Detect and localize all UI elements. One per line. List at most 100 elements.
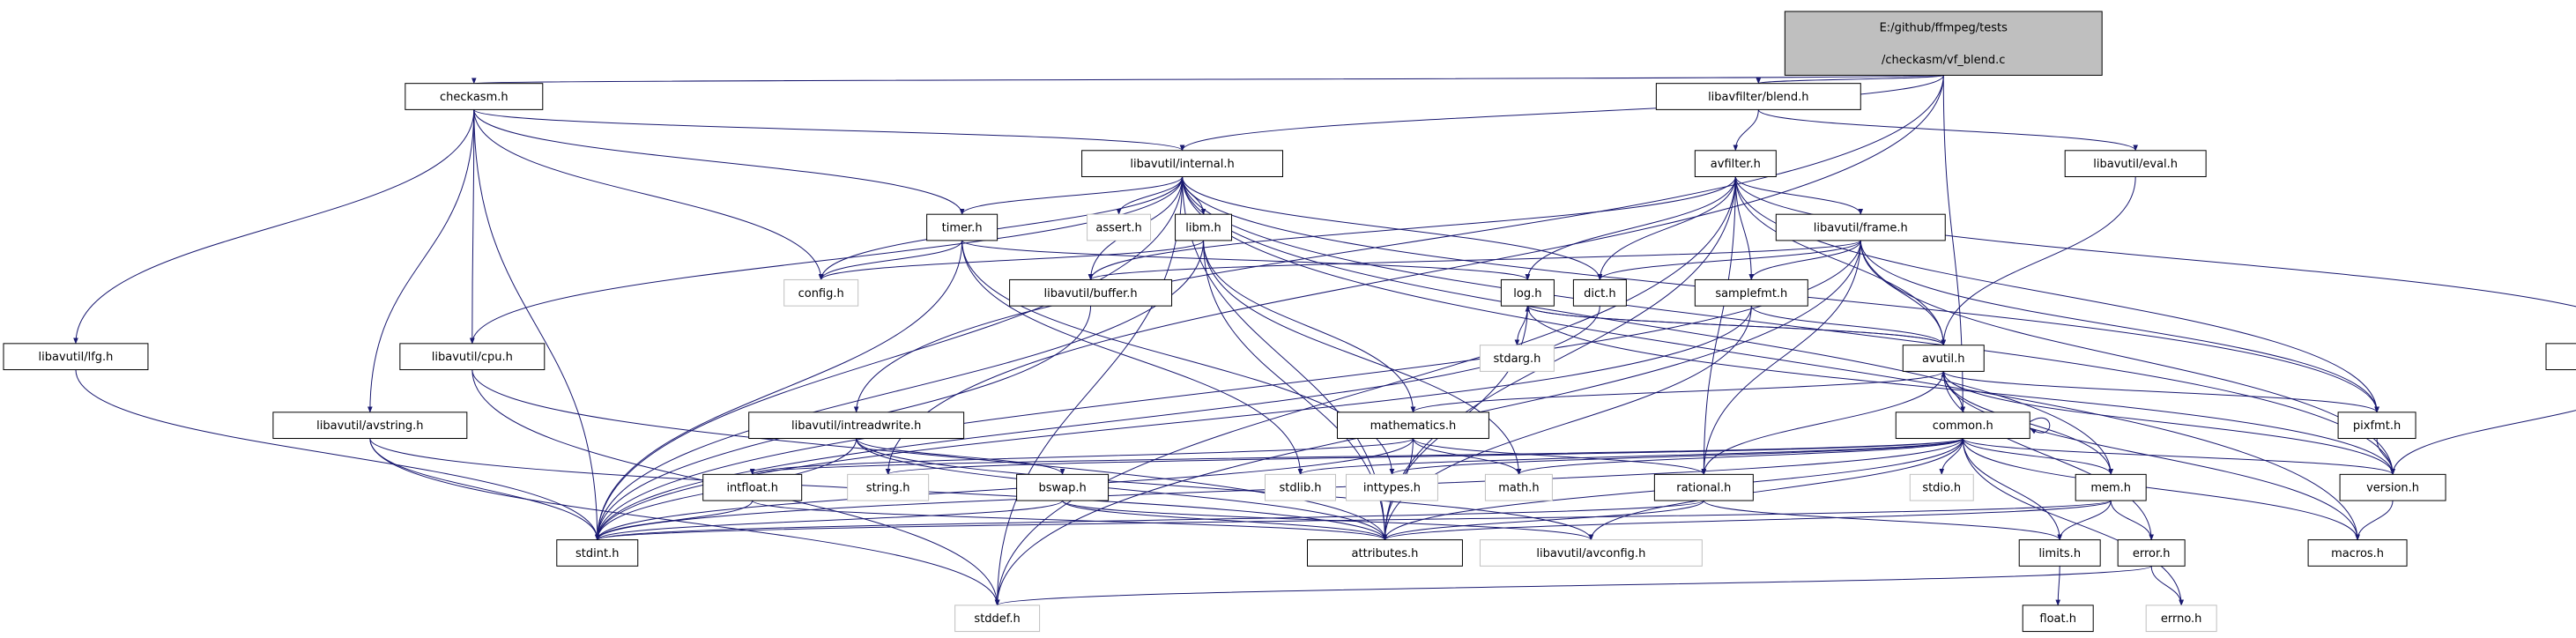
include-edge [1410, 370, 1944, 413]
include-edge [1703, 500, 2062, 541]
include-edge [2055, 566, 2061, 606]
node-frame-h[interactable]: libavutil/frame.h [1775, 213, 1946, 241]
include-edge [1734, 176, 2576, 308]
include-edge [1526, 306, 2395, 476]
node-version-h[interactable]: version.h [2339, 473, 2446, 501]
node-box [1175, 213, 1233, 241]
include-edge [1962, 438, 2113, 476]
node-mathematics-h[interactable]: mathematics.h [1336, 412, 1489, 440]
include-edge [367, 109, 475, 413]
node-mem-h[interactable]: mem.h [2075, 473, 2147, 501]
node-float-h[interactable]: float.h [2022, 605, 2094, 633]
node-buffer-h[interactable]: libavutil/buffer.h [1009, 278, 1173, 307]
node-box [1087, 213, 1152, 241]
node-label: libavutil/lfg.h [39, 351, 114, 364]
include-edge [595, 500, 1704, 541]
include-edge [1701, 240, 1861, 476]
node-internal-h[interactable]: libavutil/internal.h [1081, 150, 1284, 177]
include-edge [470, 109, 475, 345]
node-string-h: string.h [847, 473, 930, 501]
node-label: samplefmt.h [1715, 287, 1787, 300]
node-pixfmt-h[interactable]: pixfmt.h [2337, 412, 2416, 440]
node-common-h[interactable]: common.h [1895, 412, 2030, 440]
node-libm-h[interactable]: libm.h [1175, 213, 1233, 241]
node-stddef-h: stddef.h [954, 605, 1041, 633]
node-box [1081, 150, 1284, 177]
include-edge [994, 176, 1184, 606]
include-edge [473, 74, 1944, 85]
file-nodes: E:/github/ffmpeg/tests/checkasm/vf_blend… [3, 11, 2576, 633]
node-rational-h[interactable]: rational.h [1653, 473, 1754, 501]
include-edge [1756, 74, 1944, 85]
node-root[interactable]: E:/github/ffmpeg/tests/checkasm/vf_blend… [1784, 11, 2103, 76]
include-edge [1734, 176, 1755, 281]
node-bswap-h[interactable]: bswap.h [1016, 473, 1110, 501]
node-box [1336, 412, 1489, 440]
node-box [1572, 278, 1627, 307]
node-filterversion-h[interactable]: libavfilter/version.h [2545, 343, 2576, 371]
node-avfilter-h[interactable]: avfilter.h [1694, 150, 1777, 177]
node-box [1345, 473, 1438, 501]
include-edge [1942, 370, 2379, 413]
include-edge [818, 240, 963, 281]
include-edge [473, 109, 600, 541]
node-config-h: config.h [783, 278, 859, 307]
include-edge [1942, 371, 2395, 476]
include-edge [1734, 176, 2379, 413]
node-label: libavutil/cpu.h [432, 351, 513, 364]
node-samplefmt-h[interactable]: samplefmt.h [1694, 278, 1808, 307]
node-label: libavutil/buffer.h [1044, 287, 1138, 300]
node-stdint-h[interactable]: stdint.h [556, 539, 639, 567]
node-checkasm-h[interactable]: checkasm.h [405, 83, 544, 110]
node-box [2022, 605, 2094, 633]
node-lfg-h[interactable]: libavutil/lfg.h [3, 343, 149, 371]
include-edge [1412, 438, 1522, 476]
node-intreadwrite-h[interactable]: libavutil/intreadwrite.h [748, 412, 965, 440]
node-label: common.h [1933, 419, 1993, 433]
node-box [702, 473, 803, 501]
node-label: inttypes.h [1363, 482, 1421, 495]
include-edge [1734, 176, 1947, 346]
include-edge [1182, 176, 2395, 476]
include-edge [369, 438, 1000, 606]
include-edge [1701, 176, 1736, 476]
include-edge [473, 108, 1185, 152]
node-macros-h[interactable]: macros.h [2307, 539, 2408, 567]
node-log-h[interactable]: log.h [1500, 278, 1555, 307]
include-edge [856, 438, 1594, 541]
node-label: libavutil/intreadwrite.h [791, 419, 921, 433]
node-label: attributes.h [1352, 547, 1419, 560]
node-box [2117, 539, 2186, 567]
node-box [1694, 278, 1808, 307]
include-edge [2376, 438, 2395, 476]
node-label: bswap.h [1038, 482, 1086, 495]
node-label: stdarg.h [1493, 352, 1540, 366]
node-label: E:/github/ffmpeg/tests [1880, 22, 2008, 35]
node-attributes-h[interactable]: attributes.h [1306, 539, 1463, 567]
node-limits-h[interactable]: limits.h [2018, 539, 2101, 567]
node-cpu-h[interactable]: libavutil/cpu.h [399, 343, 546, 371]
node-box [783, 278, 859, 307]
node-box [2064, 150, 2207, 177]
node-eval-h[interactable]: libavutil/eval.h [2064, 150, 2207, 177]
include-edge [1597, 176, 1736, 281]
node-blend-h[interactable]: libavfilter/blend.h [1655, 83, 1861, 110]
node-avutil-h[interactable]: avutil.h [1902, 345, 1985, 372]
node-error-h[interactable]: error.h [2117, 539, 2186, 567]
include-edge [594, 240, 963, 541]
node-label: dict.h [1584, 287, 1615, 300]
node-label: timer.h [942, 222, 983, 235]
include-edge [856, 438, 1065, 476]
node-intfloat-h[interactable]: intfloat.h [702, 473, 803, 501]
node-label: rational.h [1676, 482, 1731, 495]
node-label: libavutil/avstring.h [316, 419, 423, 433]
include-edge [1525, 305, 1944, 346]
node-math-h: math.h [1484, 473, 1553, 501]
node-label: assert.h [1095, 222, 1141, 235]
include-edge [1588, 438, 1964, 541]
include-edge [1297, 438, 1964, 476]
node-timer-h[interactable]: timer.h [926, 213, 998, 241]
node-avstring-h[interactable]: libavutil/avstring.h [272, 412, 468, 440]
node-label: libavutil/frame.h [1814, 222, 1908, 235]
node-dict-h[interactable]: dict.h [1572, 278, 1627, 307]
